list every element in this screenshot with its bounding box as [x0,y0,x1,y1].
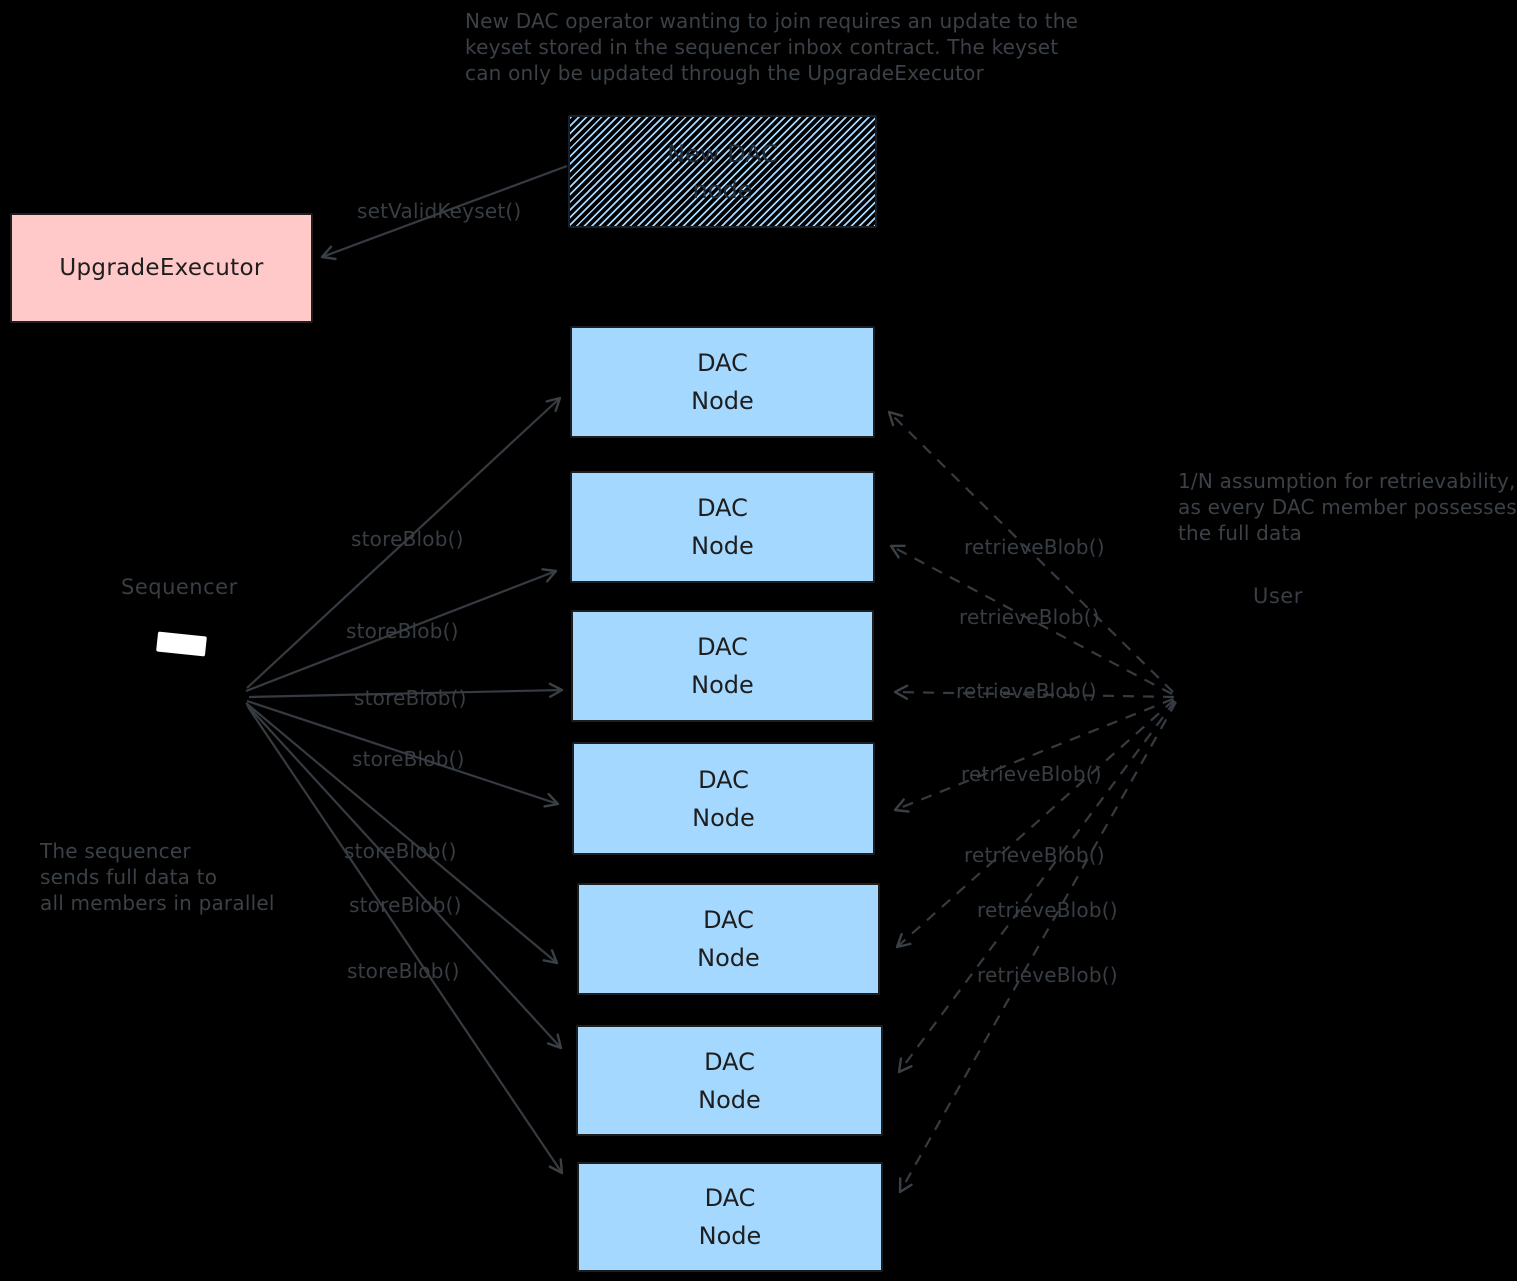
dac-node-label: DAC [697,349,748,377]
store-blob-label: storeBlob() [351,527,464,551]
dac-node-label: Node [692,803,755,832]
dac-node-label: Node [691,671,754,699]
dac-node-label: Node [691,532,754,560]
dac-node-box: DAC Node [577,1162,883,1272]
right-note-line: the full data [1178,521,1303,545]
retrieve-blob-label: retrieveBlob() [959,605,1100,629]
right-note-line: as every DAC member possesses [1178,495,1517,519]
retrieve-blob-label: retrieveBlob() [956,679,1097,703]
retrieve-blob-label: retrieveBlob() [977,898,1118,922]
right-note-line: 1/N assumption for retrievability, [1178,469,1516,493]
left-note: The sequencer sends full data to all mem… [40,838,275,916]
retrieve-blob-arrow [893,697,1174,813]
retrieve-blob-label: retrieveBlob() [961,762,1102,786]
top-note-line: New DAC operator wanting to join require… [465,9,1079,33]
dac-node-label: DAC [697,494,748,522]
new-dac-node-box: New DAC node [568,115,877,228]
dac-node-label: DAC [697,633,748,661]
upgrade-executor-box: UpgradeExecutor [10,213,313,323]
upgrade-executor-label: UpgradeExecutor [59,255,264,281]
retrieve-blob-label: retrieveBlob() [964,843,1105,867]
dac-node-label: DAC [698,765,749,794]
store-blob-arrow [247,706,564,1175]
left-note-line: all members in parallel [40,891,275,915]
store-blob-arrow [245,702,559,965]
top-note: New DAC operator wanting to join require… [465,8,1078,86]
store-blob-label: storeBlob() [349,893,462,917]
retrieve-blob-label: retrieveBlob() [977,963,1118,987]
top-note-line: keyset stored in the sequencer inbox con… [465,35,1059,59]
new-dac-node-label: node [692,175,753,204]
store-blob-label: storeBlob() [346,619,459,643]
dac-node-box: DAC Node [570,471,875,583]
set-valid-keyset-label: setValidKeyset() [357,199,522,223]
dac-node-label: Node [697,944,760,972]
sequencer-label: Sequencer [121,575,238,599]
dac-node-label: DAC [704,1047,755,1076]
dac-node-box: DAC Node [570,326,875,438]
right-note: 1/N assumption for retrievability, as ev… [1178,468,1517,546]
top-note-line: can only be updated through the UpgradeE… [465,61,984,85]
new-dac-node-label: New DAC [667,139,778,168]
dac-node-label: Node [691,387,754,415]
left-note-line: sends full data to [40,865,218,889]
dac-node-box: DAC Node [577,883,880,995]
retrieve-blob-label: retrieveBlob() [964,535,1105,559]
sequencer-laptop-icon [156,631,207,657]
dac-node-label: DAC [703,906,754,934]
left-note-line: The sequencer [40,839,191,863]
store-blob-label: storeBlob() [347,959,460,983]
user-label: User [1253,584,1303,608]
dac-node-box: DAC Node [571,610,874,722]
retrieve-blob-arrow [897,700,1176,1074]
dac-node-box: DAC Node [576,1025,883,1136]
store-blob-label: storeBlob() [354,686,467,710]
dac-node-label: DAC [704,1184,756,1212]
dac-node-label: Node [698,1222,762,1250]
dac-node-box: DAC Node [572,742,875,855]
store-blob-label: storeBlob() [352,747,465,771]
dac-node-label: Node [698,1085,761,1114]
store-blob-label: storeBlob() [344,839,457,863]
